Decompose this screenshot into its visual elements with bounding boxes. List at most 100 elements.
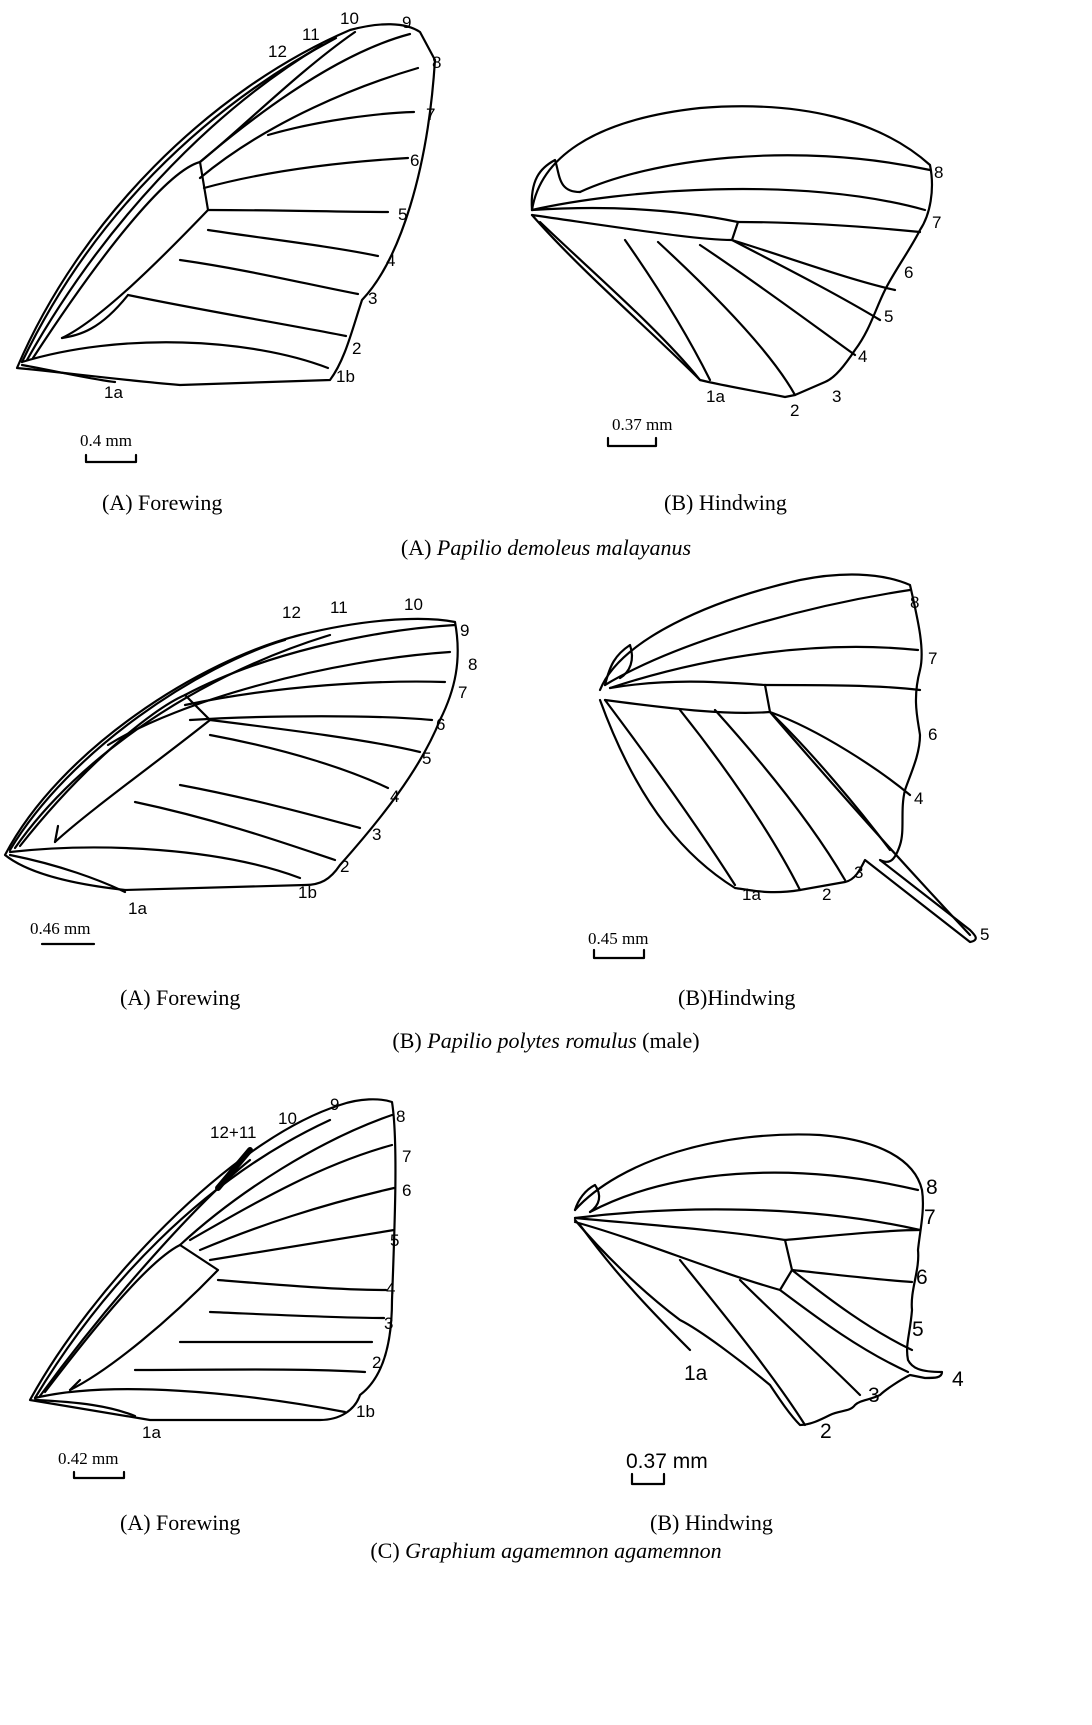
discal-cell: [532, 215, 738, 240]
hindwing-diagram-a: 8 7 6 5 4 3 2 1a 0.37 mm: [500, 0, 1000, 490]
scale-bar: 0.45 mm: [588, 929, 648, 958]
vein-label: 7: [924, 1206, 936, 1229]
vein-label: 9: [330, 1095, 339, 1114]
vein-label: 9: [402, 13, 411, 32]
vein-4: [208, 230, 378, 256]
vein-label: 5: [884, 307, 893, 326]
vein-2: [135, 1370, 365, 1373]
vein-5: [208, 210, 388, 212]
vein-label: 2: [820, 1420, 832, 1443]
hindwing-caption: (B) Hindwing: [650, 1510, 773, 1536]
humeral-lobe: [605, 645, 632, 685]
vein-6: [770, 712, 910, 795]
vein-label: 7: [932, 213, 941, 232]
subcostal-vein: [15, 635, 330, 848]
vein-5: [218, 1280, 386, 1290]
scale-bar: 0.37 mm: [608, 415, 672, 446]
vein-5: [210, 720, 420, 752]
vein-2: [128, 295, 346, 336]
vein-6: [190, 716, 432, 720]
vein-label: 6: [402, 1181, 411, 1200]
vein-label: 8: [926, 1176, 938, 1199]
scale-bar: 0.4 mm: [80, 431, 136, 462]
vein-label: 11: [302, 25, 320, 44]
hindwing-caption: (B)Hindwing: [678, 985, 795, 1011]
vein-4: [780, 1290, 908, 1372]
vein-label: 8: [432, 53, 441, 72]
forewing-caption: (A) Forewing: [102, 490, 222, 516]
vein-label: 3: [868, 1384, 880, 1407]
scale-bar-label: 0.37 mm: [612, 415, 672, 434]
costal-vein: [580, 155, 930, 192]
vein-label: 4: [386, 251, 395, 270]
vein-5: [792, 1270, 912, 1350]
vein-label: 5: [390, 1231, 399, 1250]
vein-7: [785, 1230, 920, 1240]
vein-label: 1a: [684, 1362, 708, 1385]
radial-vein: [610, 682, 765, 688]
vein-label: 1a: [742, 885, 761, 904]
vein-4: [700, 245, 855, 355]
species-name: Papilio polytes romulus: [427, 1028, 636, 1053]
vein-label: 7: [426, 105, 435, 124]
vein-label: 3: [854, 863, 863, 882]
vein-3: [658, 242, 795, 395]
scale-bar-label: 0.45 mm: [588, 929, 648, 948]
vein-label: 5: [912, 1318, 924, 1341]
radial-stem: [185, 625, 455, 695]
wing-outline: [5, 619, 458, 890]
vein-3: [180, 785, 360, 828]
forewing-diagram-a: 12 11 10 9 8 7 6 5 4 3 2 1b 1a 0.4 mm: [0, 0, 500, 490]
hindwing-diagram-c: 8 7 6 5 4 3 2 1a 0.37 mm: [560, 1110, 980, 1500]
vein-label: 3: [372, 825, 381, 844]
vein-1b: [10, 848, 300, 878]
wing-outline: [17, 24, 435, 385]
vein-label: 1a: [128, 899, 147, 918]
species-name: Papilio demoleus malayanus: [437, 535, 691, 560]
vein-label: 7: [928, 649, 937, 668]
vein-3: [740, 1280, 860, 1395]
vein-label: 8: [396, 1107, 405, 1126]
vein-label: 4: [858, 347, 867, 366]
scale-bar: 0.42 mm: [58, 1449, 124, 1478]
vein-label: 4: [390, 787, 399, 806]
radial-vein: [33, 162, 200, 358]
vein-6: [792, 1270, 912, 1282]
discal-cell: [605, 685, 770, 713]
vein-label: 2: [790, 401, 799, 420]
vein-4: [210, 735, 388, 788]
costal-vein: [35, 1120, 330, 1398]
vein-label: 10: [404, 595, 423, 614]
vein-label: 1a: [104, 383, 123, 402]
vein-label: 1b: [356, 1402, 375, 1421]
vein-label: 3: [384, 1314, 393, 1333]
subcostal-vein: [575, 1209, 920, 1230]
scale-bar-label: 0.42 mm: [58, 1449, 118, 1468]
vein-label: 6: [928, 725, 937, 744]
species-caption: (B) Papilio polytes romulus (male): [0, 1028, 1092, 1054]
vein-label: 6: [916, 1266, 928, 1289]
vein-label: 1b: [298, 883, 317, 902]
costal-vein: [10, 640, 285, 850]
forewing-diagram-c: 12+11 10 9 8 7 6 5 4 3 2 1b 1a 0.42 mm: [0, 1080, 480, 1500]
vein-label: 7: [402, 1147, 411, 1166]
species-suffix: (male): [637, 1028, 700, 1053]
vein-label: 12: [282, 603, 301, 622]
vein-8: [190, 1145, 392, 1240]
species-caption: (A) Papilio demoleus malayanus: [0, 535, 1092, 561]
costal-vein: [22, 38, 336, 362]
vein-label: 12+11: [210, 1123, 256, 1142]
vein-label: 1a: [706, 387, 725, 406]
vein-label: 1b: [336, 367, 355, 386]
vein-label: 12: [268, 42, 287, 61]
vein-label: 6: [436, 715, 445, 734]
wing-outline: [532, 106, 932, 397]
vein-2: [625, 240, 710, 380]
wing-outline: [600, 575, 976, 942]
forewing-caption: (A) Forewing: [120, 1510, 240, 1536]
vein-1a: [10, 855, 125, 892]
vein-label: 3: [368, 289, 377, 308]
vein-3: [180, 260, 358, 294]
vein-1a: [605, 700, 735, 885]
subcostal-vein: [40, 1160, 250, 1396]
